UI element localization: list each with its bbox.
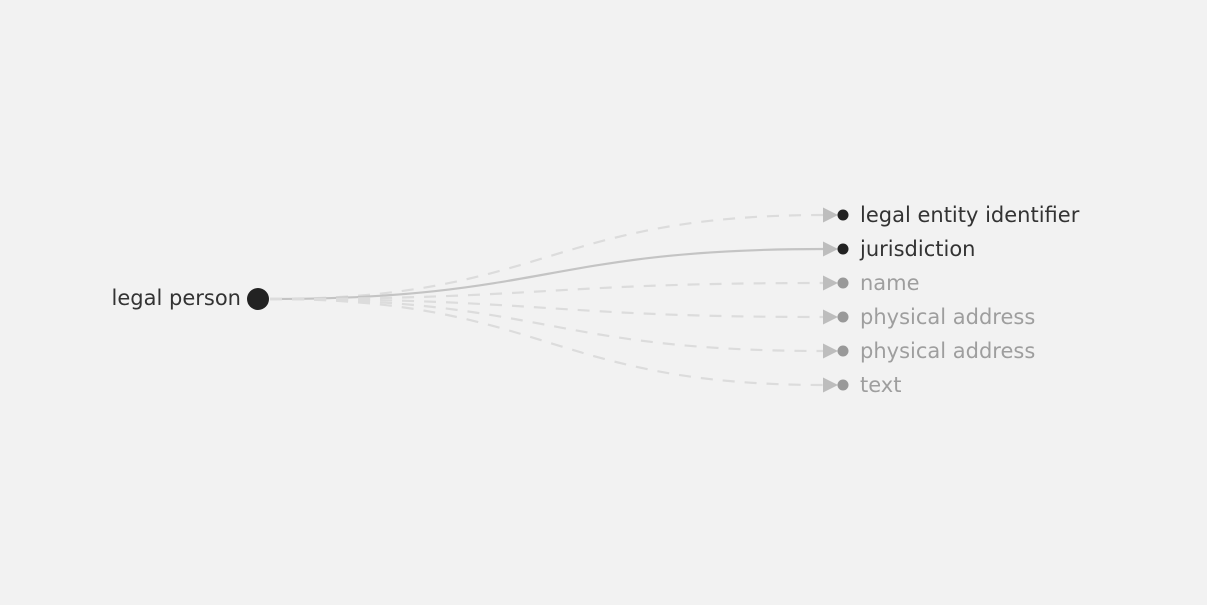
target-node-4[interactable] [837,345,849,357]
target-node-0[interactable] [837,209,849,221]
target-node-label-1[interactable]: jurisdiction [859,237,976,261]
arrowhead-1 [823,241,838,257]
arrowhead-4 [823,343,838,359]
target-node-1[interactable] [837,243,849,255]
arrowhead-3 [823,309,838,325]
arrowheads-layer [823,207,838,393]
target-node-label-5[interactable]: text [860,373,901,397]
target-node-label-0[interactable]: legal entity identifier [860,203,1080,227]
edge-5 [269,297,825,387]
source-node-label[interactable]: legal person [112,286,241,310]
target-node-label-3[interactable]: physical address [860,305,1035,329]
edge-3 [269,297,825,319]
nodes-layer: legal person legal entity identifier juri… [112,203,1080,397]
arrowhead-2 [823,275,838,291]
target-node-3[interactable] [837,311,849,323]
arrowhead-5 [823,377,838,393]
target-node-2[interactable] [837,277,849,289]
target-node-label-4[interactable]: physical address [860,339,1035,363]
edge-0 [269,213,825,301]
target-node-5[interactable] [837,379,849,391]
edges-layer [269,213,825,387]
edge-1 [269,247,825,301]
source-node[interactable] [247,288,269,310]
target-node-label-2[interactable]: name [860,271,920,295]
edge-4 [269,297,825,353]
arrowhead-0 [823,207,838,223]
